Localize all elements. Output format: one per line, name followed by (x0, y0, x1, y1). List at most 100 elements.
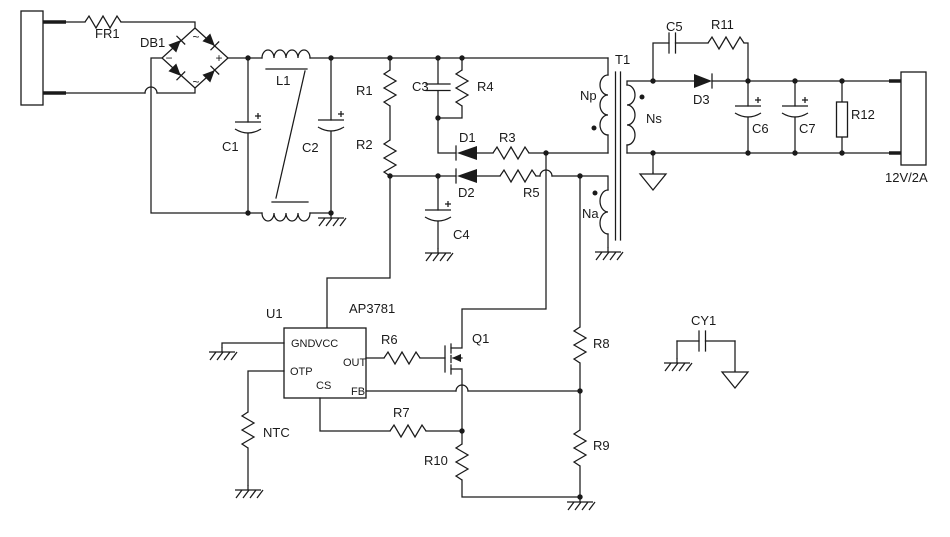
snubber-c5-r11 (652, 32, 749, 82)
earth-ground-icon (639, 171, 667, 191)
label-d1: D1 (459, 130, 476, 145)
winding-np (599, 74, 609, 136)
label-output-rating: 12V/2A (885, 170, 928, 185)
mark-plus: + (215, 51, 222, 65)
dc-output-connector (889, 71, 927, 166)
label-r12: R12 (851, 107, 875, 122)
label-r1: R1 (356, 83, 373, 98)
bridge-terminal-marks: ~ − + ~ (165, 30, 222, 89)
ground-primary-icon (208, 346, 238, 361)
wire-cs-pin (319, 397, 391, 432)
resistor-r3 (492, 146, 609, 160)
label-fr1: FR1 (95, 26, 120, 41)
label-cy1: CY1 (691, 313, 716, 328)
wire-drain (450, 152, 547, 349)
np-polarity-dot (591, 125, 597, 131)
resistor-r8 (573, 175, 587, 392)
l1-core (265, 68, 309, 203)
label-c2: C2 (302, 140, 319, 155)
bridge-diode-top-left (168, 35, 186, 53)
ic-u1 (208, 327, 581, 432)
wire-otp-pin (247, 370, 285, 413)
capacitor-c3 (425, 57, 451, 119)
label-na: Na (582, 206, 599, 221)
label-r10: R10 (424, 453, 448, 468)
thermistor-ntc (234, 411, 264, 499)
ground-primary-icon (594, 246, 624, 261)
label-u1: U1 (266, 306, 283, 321)
resistor-r12 (835, 80, 849, 154)
mark-ac-top: ~ (192, 30, 199, 44)
t1-core (614, 71, 622, 241)
pin-label-gnd: GND (291, 338, 316, 350)
pin-label-cs: CS (316, 380, 331, 392)
label-d2: D2 (458, 185, 475, 200)
ic-pin-labels: GND VCC OTP OUT CS FB (290, 338, 367, 398)
capacitor-c6 (734, 80, 762, 154)
label-r8: R8 (593, 336, 610, 351)
y-capacitor-cy1 (663, 330, 749, 389)
label-c5: C5 (666, 19, 683, 34)
wire-dc-minus (150, 57, 263, 214)
earth-ns (639, 152, 667, 191)
ns-polarity-dot (639, 94, 645, 100)
resistor-r5 (499, 169, 609, 191)
label-q1: Q1 (472, 331, 489, 346)
ac-input-connector (20, 10, 66, 106)
label-r11: R11 (711, 17, 734, 32)
label-ns: Ns (646, 111, 662, 126)
capacitor-c2 (309, 57, 347, 227)
pin-label-out: OUT (343, 357, 367, 369)
reference-labels: FR1 DB1 C1 L1 C2 R1 R2 C3 R4 D1 R3 D2 R5… (95, 17, 928, 468)
ground-primary-icon (234, 484, 264, 499)
label-ap3781: AP3781 (349, 301, 395, 316)
ground-primary-icon (424, 247, 454, 262)
label-d3: D3 (693, 92, 710, 107)
wire-gnd-pin (221, 342, 285, 348)
resistor-r7 (389, 424, 463, 438)
capacitor-c1 (234, 57, 262, 214)
mark-minus: − (165, 51, 172, 65)
resistor-r11 (707, 36, 745, 50)
capacitor-c5 (668, 32, 677, 54)
wire-vcc (326, 175, 391, 329)
na-polarity-dot (592, 190, 598, 196)
winding-ns (626, 84, 636, 146)
label-c4: C4 (453, 227, 470, 242)
bridge-diode-top-right (202, 33, 220, 51)
label-np: Np (580, 88, 597, 103)
capacitor-c7 (781, 80, 809, 154)
label-db1: DB1 (140, 35, 165, 50)
resistor-r4 (437, 57, 469, 119)
label-c7: C7 (799, 121, 816, 136)
resistor-r10 (455, 430, 581, 498)
label-c6: C6 (752, 121, 769, 136)
junction-dots (245, 55, 845, 500)
pin-label-otp: OTP (290, 366, 313, 378)
mosfet-q1 (444, 343, 463, 432)
label-t1: T1 (615, 52, 630, 67)
label-r7: R7 (393, 405, 410, 420)
label-r4: R4 (477, 79, 494, 94)
label-ntc: NTC (263, 425, 290, 440)
resistor-r9 (566, 390, 596, 511)
bridge-diode-bottom-left (168, 63, 186, 81)
diode-d1 (437, 117, 494, 161)
resistor-fr1 (65, 15, 196, 29)
mark-ac-bottom: ~ (192, 75, 199, 89)
q1-source (450, 368, 463, 432)
label-c3: C3 (412, 79, 429, 94)
bridge-diode-bottom-right (202, 65, 220, 83)
resistor-r2 (383, 105, 397, 177)
label-r3: R3 (499, 130, 516, 145)
resistor-r1 (383, 57, 397, 107)
winding-na (599, 189, 609, 235)
pin-label-fb: FB (351, 386, 365, 398)
capacitor-c4 (424, 175, 454, 262)
q1-body-arrow (452, 354, 461, 362)
ground-primary-icon (663, 357, 693, 372)
transformer-t1 (591, 57, 654, 261)
label-r5: R5 (523, 185, 540, 200)
